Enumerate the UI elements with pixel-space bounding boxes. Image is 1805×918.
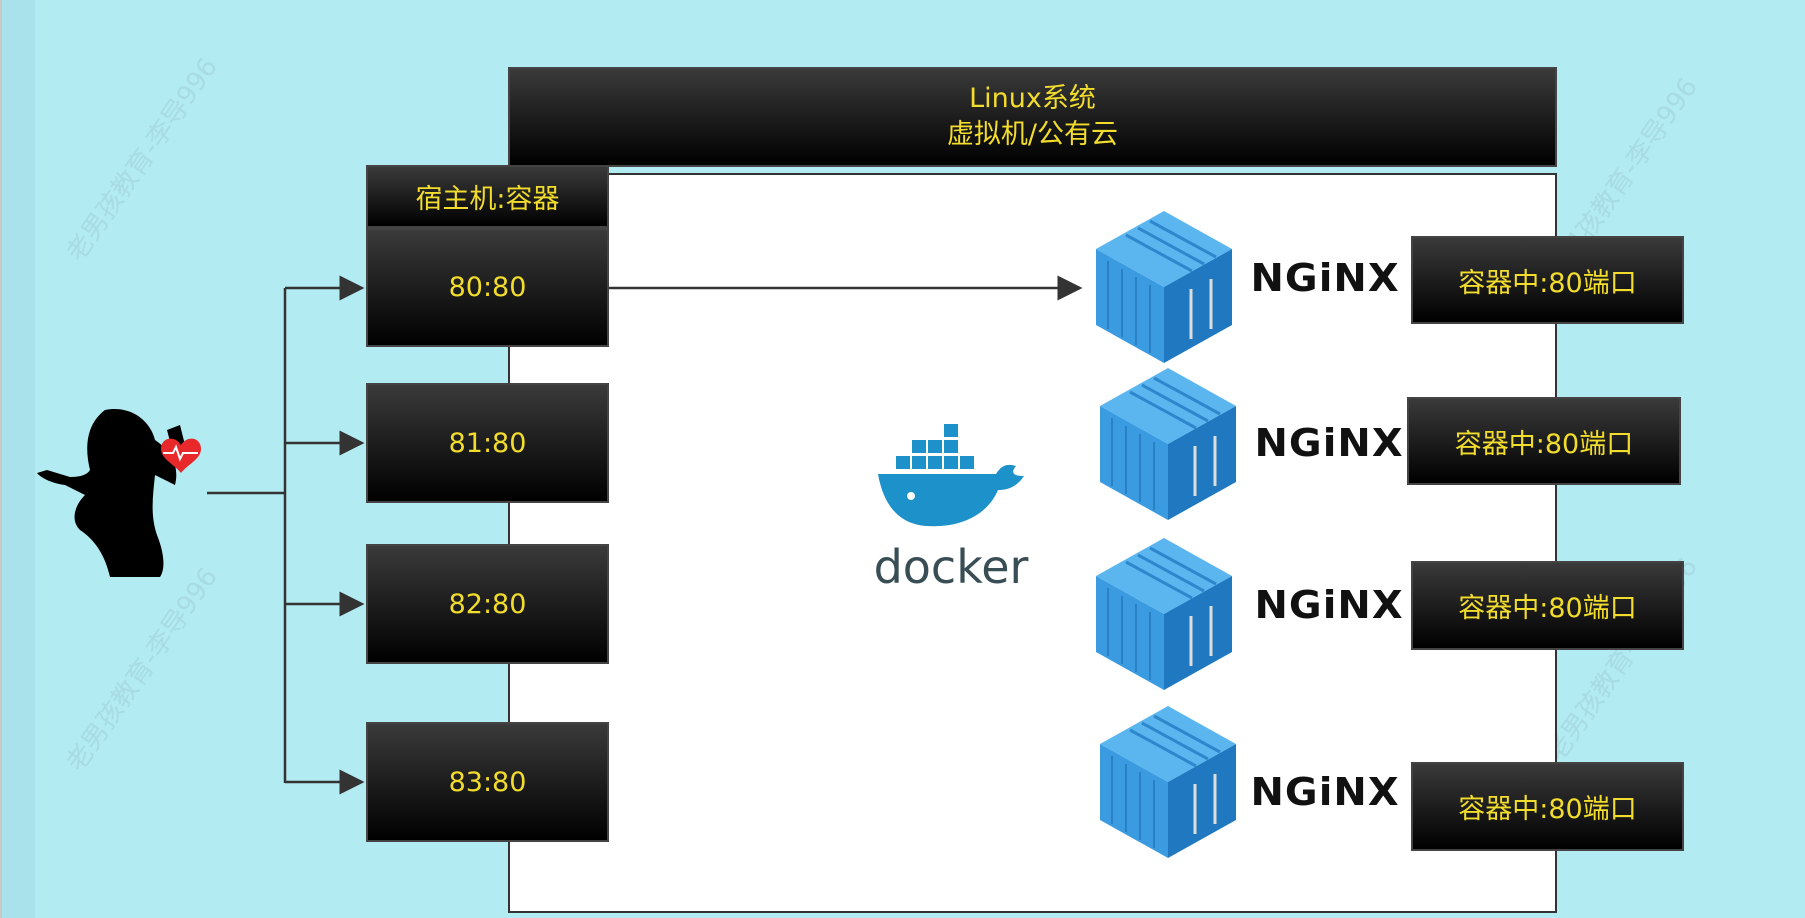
left-edge-strip [0, 0, 35, 918]
linux-host-area [508, 173, 1557, 913]
docker-wordmark: docker [874, 540, 1029, 588]
container-cube-icon [1096, 211, 1232, 363]
user-silhouette-icon [37, 409, 201, 577]
linux-system-header: Linux系统 虚拟机/公有云 [508, 67, 1557, 167]
container-cube-icon [1096, 538, 1232, 690]
port-mapping-box: 82:80 [366, 544, 609, 664]
nginx-logo: NGiNX [1250, 256, 1400, 300]
container-cube-icon [1100, 368, 1236, 520]
container-port-box: 容器中:80端口 [1411, 561, 1684, 650]
port-mapping-box: 83:80 [366, 722, 609, 842]
header-line-2: 虚拟机/公有云 [946, 119, 1119, 150]
nginx-logo: NGiNX [1250, 770, 1400, 814]
nginx-logo: NGiNX [1254, 421, 1404, 465]
nginx-container [1096, 211, 1232, 367]
port-mapping-box: 81:80 [366, 383, 609, 503]
nginx-logo: NGiNX [1254, 583, 1404, 627]
nginx-container [1100, 368, 1236, 524]
container-port-box: 容器中:80端口 [1407, 397, 1681, 485]
nginx-container [1096, 538, 1232, 694]
port-mapping-box: 80:80 [366, 228, 609, 347]
nginx-container [1100, 706, 1236, 862]
docker-logo-icon: docker [874, 424, 1029, 588]
container-cube-icon [1100, 706, 1236, 858]
container-port-box: 容器中:80端口 [1411, 762, 1684, 851]
header-line-1: Linux系统 [969, 83, 1096, 114]
host-container-header: 宿主机:容器 [366, 165, 609, 228]
container-port-box: 容器中:80端口 [1411, 236, 1684, 324]
